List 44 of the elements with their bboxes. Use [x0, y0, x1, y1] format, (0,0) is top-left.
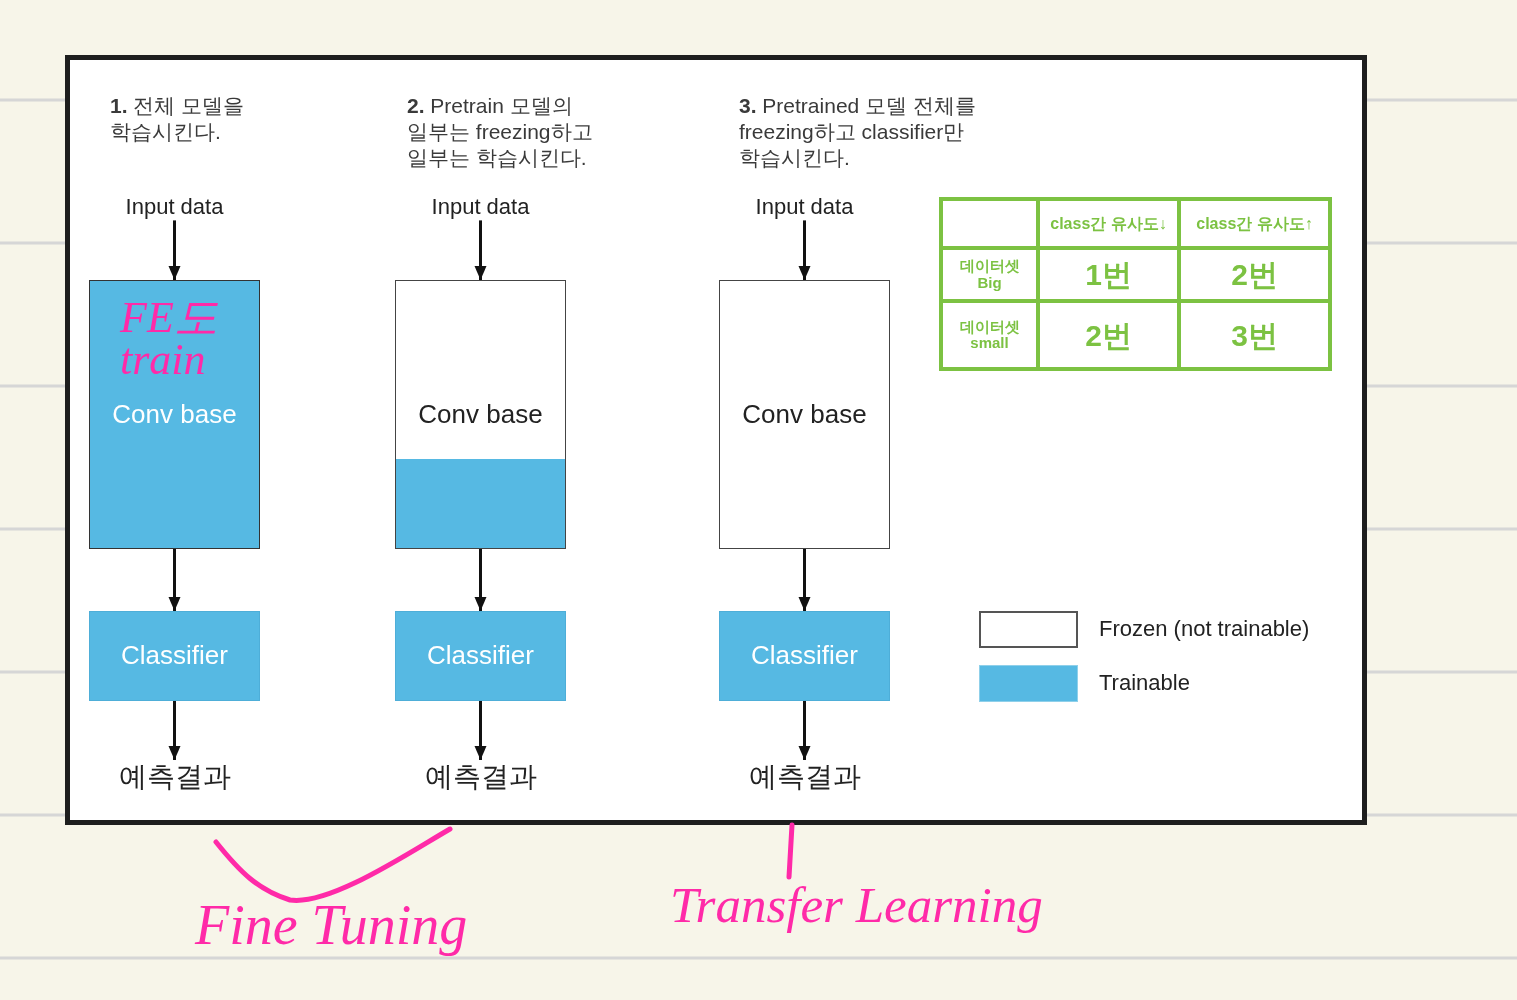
table-cell: 2번 — [1040, 303, 1177, 367]
box-label: Classifier — [751, 640, 858, 672]
leader-line — [786, 822, 795, 880]
layer-box — [395, 611, 566, 701]
arrow — [168, 701, 181, 760]
handwritten-label: Fine Tuning — [195, 895, 468, 957]
table-cell: 데이터셋 Big — [943, 250, 1036, 299]
box-label: Conv base — [112, 398, 237, 431]
box-label: Classifier — [427, 640, 534, 672]
text-label: Input data — [755, 194, 854, 221]
layer-box — [89, 280, 260, 549]
layer-box — [719, 611, 890, 701]
arrow — [474, 701, 487, 760]
table-cell: 데이터셋 small — [943, 303, 1036, 367]
box-label: Conv base — [418, 398, 543, 431]
box-label: Conv base — [742, 398, 867, 431]
arrow — [474, 549, 487, 611]
table-cell: 1번 — [1040, 250, 1177, 299]
text-label: Input data — [125, 194, 224, 221]
arrow — [474, 220, 487, 280]
step-heading: 2. Pretrain 모델의 일부는 freezing하고 일부는 학습시킨다. — [407, 93, 594, 171]
box-label: Classifier — [121, 640, 228, 672]
table-cell: 2번 — [1181, 250, 1328, 299]
table-cell: 3번 — [1181, 303, 1328, 367]
legend-label: Frozen (not trainable) — [1099, 615, 1310, 643]
text-label: 예측결과 — [748, 760, 861, 794]
table-cell: class간 유사도↑ — [1181, 201, 1328, 246]
layer-box — [89, 611, 260, 701]
layer-box — [719, 280, 890, 549]
handwritten-label: Transfer Learning — [670, 877, 1043, 934]
layer-box — [395, 280, 566, 549]
text-label: Input data — [431, 194, 530, 221]
step-heading: 3. Pretrained 모델 전체를 freezing하고 classifier만 학습시킨다. — [739, 93, 977, 171]
legend-label: Trainable — [1099, 669, 1190, 697]
arrow — [168, 549, 181, 611]
text-label: 예측결과 — [424, 760, 537, 794]
arrow — [798, 549, 811, 611]
arrow — [798, 701, 811, 760]
table-cell: class간 유사도↓ — [1040, 201, 1177, 246]
step-heading: 1. 전체 모델을 학습시킨다. — [110, 93, 246, 145]
handwritten-note: FE도 train — [120, 297, 219, 381]
arrow — [168, 220, 181, 280]
arrow — [798, 220, 811, 280]
text-label: 예측결과 — [118, 760, 231, 794]
